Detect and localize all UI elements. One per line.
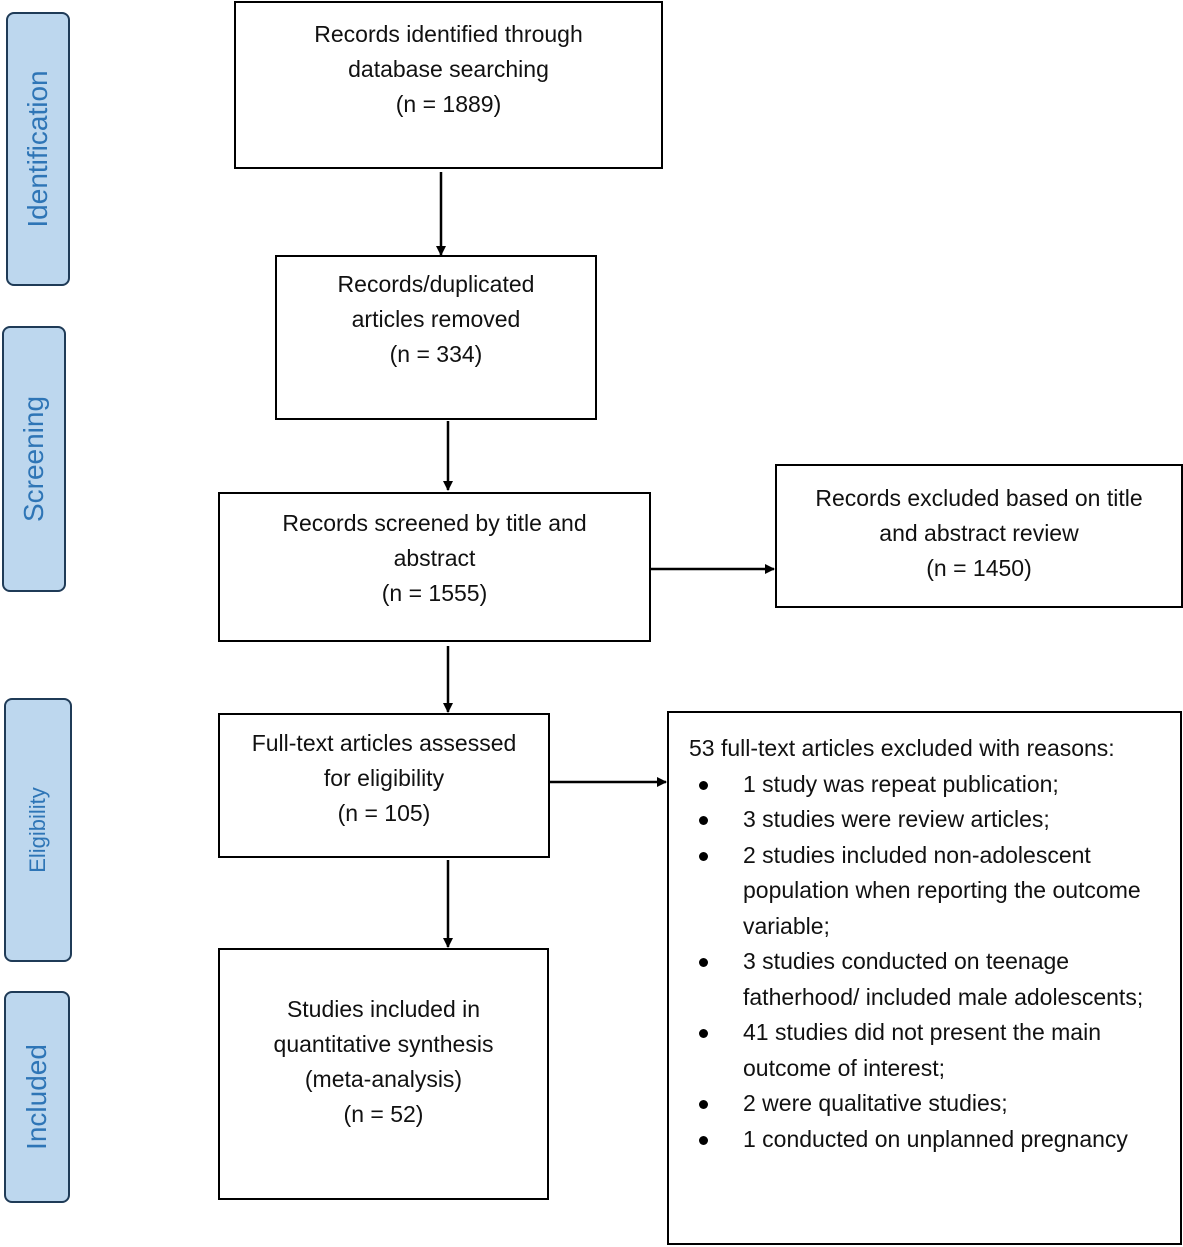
box-records-identified-line2: database searching [348, 55, 549, 82]
box-fulltext-assessed-line2: for eligibility [323, 765, 445, 791]
box-records-identified-line1: Records identified through [314, 20, 583, 47]
bullet-icon [699, 958, 708, 967]
exclusion-reason-text: 1 conducted on unplanned pregnancy [743, 1125, 1128, 1152]
box-studies-included-line2: quantitative synthesis [273, 1031, 494, 1057]
exclusion-reason-text: 41 studies did not present the main outc… [743, 1019, 1102, 1081]
bullet-icon [699, 816, 708, 825]
exclusion-reasons-list: 1 study was repeat publication; 3 studie… [689, 767, 1172, 1158]
box-duplicates-removed-count: (n = 334) [389, 341, 483, 367]
stage-included: Included [4, 991, 70, 1203]
exclusion-reason-item: 3 studies conducted on teenage fatherhoo… [689, 944, 1172, 1015]
exclusion-reason-text: 2 were qualitative studies; [743, 1090, 1008, 1116]
box-records-screened: Records screened by title and abstract (… [218, 492, 651, 642]
box-duplicates-removed-line1: Records/duplicated [337, 271, 535, 297]
box-studies-included-count: (n = 52) [343, 1101, 424, 1127]
box-records-identified-count: (n = 1889) [395, 90, 502, 117]
stage-eligibility: Eligibility [4, 698, 72, 962]
exclusion-reason-text: 1 study was repeat publication; [743, 770, 1059, 797]
exclusion-reason-item: 2 studies included non-adolescent popula… [689, 838, 1172, 945]
box-records-excluded-count: (n = 1450) [926, 554, 1032, 581]
exclusion-reason-item: 41 studies did not present the main outc… [689, 1015, 1172, 1086]
stage-screening: Screening [2, 326, 66, 592]
box-studies-included: Studies included in quantitative synthes… [218, 948, 549, 1200]
box-fulltext-assessed: Full-text articles assessed for eligibil… [218, 713, 550, 858]
exclusion-reason-item: 3 studies were review articles; [689, 802, 1172, 838]
exclusion-reason-text: 2 studies included non-adolescent popula… [743, 841, 1141, 939]
box-records-screened-line1: Records screened by title and [282, 509, 587, 536]
box-duplicates-removed-line2: articles removed [351, 306, 521, 332]
exclusion-reason-item: 2 were qualitative studies; [689, 1086, 1172, 1122]
bullet-icon [699, 851, 708, 861]
exclusion-reason-text: 3 studies conducted on teenage fatherhoo… [743, 948, 1144, 1010]
bullet-icon [699, 1100, 708, 1109]
box-records-excluded-line2: and abstract review [879, 519, 1079, 546]
bullet-icon [699, 780, 708, 790]
box-fulltext-exclusions: 53 full-text articles excluded with reas… [667, 711, 1182, 1245]
box-records-excluded: Records excluded based on title and abst… [775, 464, 1183, 608]
box-studies-included-line1: Studies included in [286, 996, 481, 1022]
bullet-icon [699, 1029, 708, 1038]
box-records-screened-line2: abstract [393, 544, 476, 571]
exclusions-heading: 53 full-text articles excluded with reas… [689, 735, 1115, 761]
box-records-excluded-line1: Records excluded based on title [815, 484, 1143, 511]
bullet-icon [699, 1135, 708, 1145]
stage-identification: Identification [6, 12, 70, 286]
box-studies-included-line3: (meta-analysis) [304, 1066, 463, 1092]
exclusion-reason-item: 1 study was repeat publication; [689, 767, 1172, 803]
box-fulltext-assessed-count: (n = 105) [337, 800, 431, 826]
box-duplicates-removed: Records/duplicated articles removed (n =… [275, 255, 597, 420]
box-records-screened-count: (n = 1555) [381, 579, 488, 606]
box-records-identified: Records identified through database sear… [234, 1, 663, 169]
exclusion-reason-text: 3 studies were review articles; [743, 806, 1050, 832]
box-fulltext-assessed-line1: Full-text articles assessed [251, 730, 517, 756]
exclusion-reason-item: 1 conducted on unplanned pregnancy [689, 1122, 1172, 1158]
